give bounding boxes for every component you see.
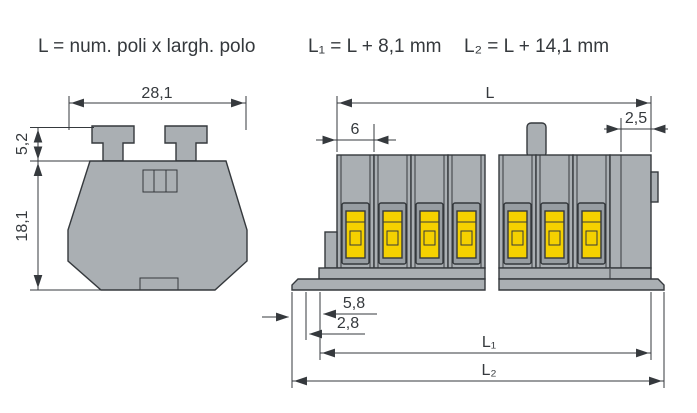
- dim-label-l2: L₂: [481, 362, 496, 379]
- operating-lever: [544, 210, 565, 259]
- end-view-dimensions: 28,1 5,2 18,1: [14, 85, 247, 291]
- dim-label-L: L: [486, 85, 495, 102]
- operating-lever: [507, 210, 528, 259]
- front-view: [291, 122, 665, 291]
- operating-lever: [419, 210, 440, 259]
- left-foot: [291, 278, 486, 291]
- formula-header: L = num. poli x largh. polo L₁ = L + 8,1…: [38, 36, 609, 57]
- operating-lever: [382, 210, 403, 259]
- operating-lever: [345, 210, 366, 259]
- dim-foot-a: 5,8: [319, 292, 377, 360]
- clamp-cap-left: [91, 125, 135, 162]
- housing-body: [67, 160, 248, 291]
- dim-end-plate: 2,5: [604, 110, 668, 152]
- operating-lever: [456, 210, 477, 259]
- marker-tab: [526, 122, 547, 158]
- dim-l1: L₁: [320, 292, 652, 360]
- dim-label-pitch: 6: [351, 121, 360, 138]
- dim-label-foot-b: 2,8: [337, 315, 359, 332]
- dim-foot-b: 2,8: [305, 292, 365, 340]
- right-foot: [498, 278, 665, 291]
- dim-top-width: 28,1: [68, 85, 247, 130]
- terminal-pole: [535, 154, 574, 269]
- end-plate-clip: [650, 171, 659, 203]
- end-view: [67, 125, 248, 291]
- front-view-dimensions: L 6 2,5 5,8 2,8: [262, 85, 668, 388]
- terminal-pole: [373, 154, 412, 269]
- terminal-pole: [572, 154, 611, 269]
- dim-label-end-plate: 2,5: [625, 110, 647, 127]
- clamp-cap-right: [164, 125, 208, 162]
- terminal-pole: [336, 154, 375, 269]
- dim-upper-height: 5,2: [14, 127, 94, 162]
- dim-label-upper-height: 5,2: [14, 133, 31, 155]
- left-side-clip: [324, 231, 338, 269]
- formula-l1: L₁ = L + 8,1 mm: [308, 36, 442, 57]
- bottom-notch: [139, 277, 179, 290]
- operating-lever: [581, 210, 602, 259]
- marker-field: [142, 169, 178, 193]
- dim-label-foot-a: 5,8: [343, 295, 365, 312]
- dim-l2: L₂: [291, 292, 665, 388]
- formula-l2: L₂ = L + 14,1 mm: [464, 36, 609, 57]
- mounting-flange: [291, 231, 665, 291]
- end-plate: [609, 154, 659, 269]
- dim-body-height: 18,1: [14, 161, 103, 291]
- dim-label-body-height: 18,1: [14, 210, 31, 241]
- dim-pole-pitch: 6: [316, 121, 396, 152]
- terminal-pole: [498, 154, 537, 269]
- formula-l: L = num. poli x largh. polo: [38, 36, 255, 57]
- dim-label-width: 28,1: [141, 85, 172, 102]
- dim-label-l1: L₁: [482, 334, 496, 351]
- terminal-pole: [410, 154, 449, 269]
- dim-total-length: L: [336, 85, 652, 152]
- poles-layer: [336, 154, 611, 279]
- terminal-pole: [447, 154, 486, 269]
